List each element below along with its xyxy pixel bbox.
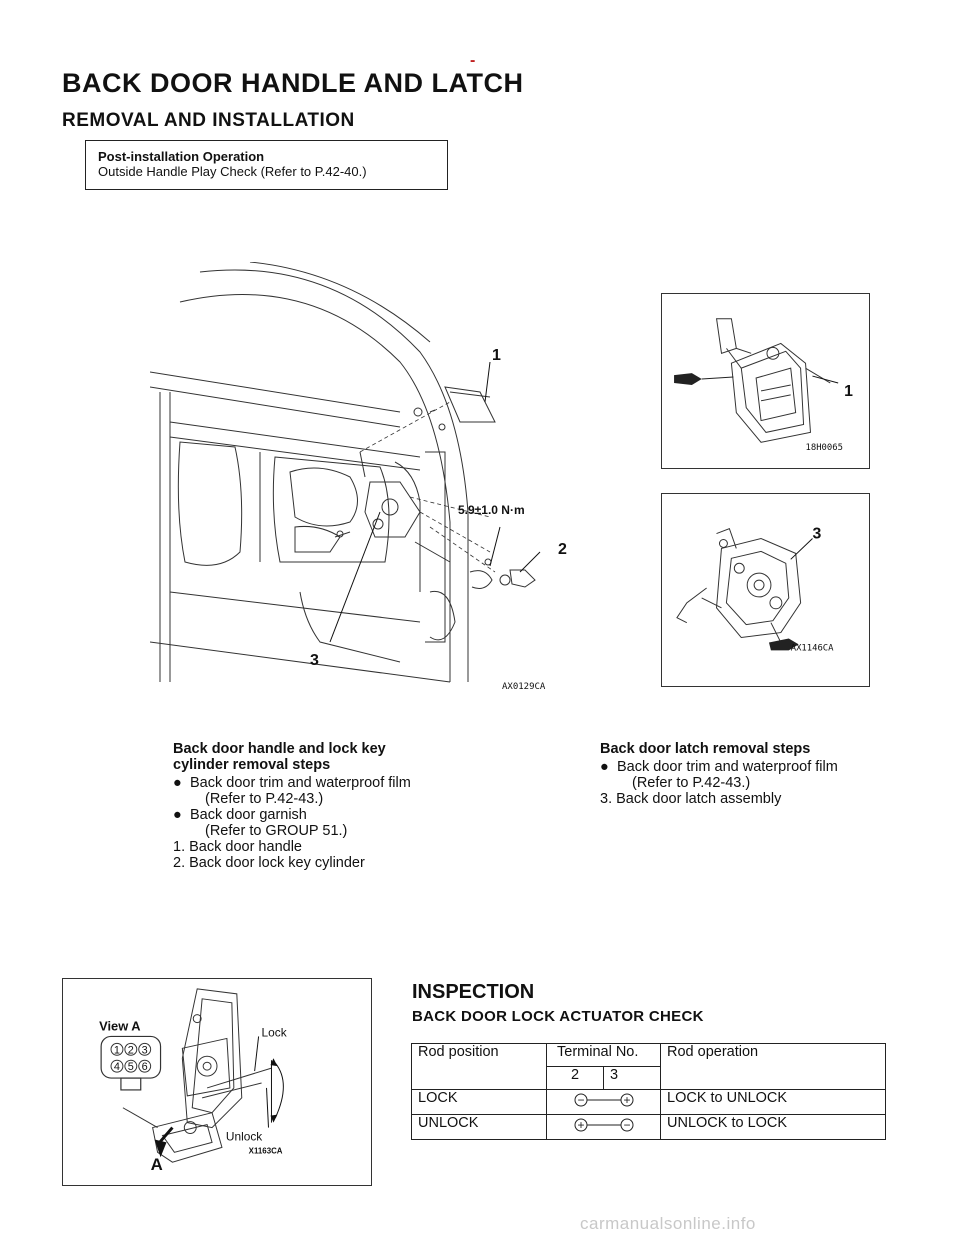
page-title: BACK DOOR HANDLE AND LATCH <box>62 68 524 98</box>
svg-text:+: + <box>577 1118 584 1132</box>
inspection-subtitle: BACK DOOR LOCK ACTUATOR CHECK <box>412 1008 704 1025</box>
handle-callout: 1 <box>844 383 853 400</box>
pin-4: 4 <box>114 1061 120 1073</box>
unlock-label: Unlock <box>226 1129 262 1143</box>
view-a-label: View A <box>99 1019 140 1034</box>
post-installation-box: Post-installation Operation Outside Hand… <box>85 140 448 190</box>
pin-2: 2 <box>128 1044 134 1056</box>
figure-code-handle: 18H0065 <box>806 443 843 453</box>
polarity-plus-to-minus-icon: + − <box>574 1118 633 1132</box>
handle-step-item-cont: (Refer to GROUP 51.) <box>205 823 348 839</box>
row-terminal-polarity: − + <box>546 1089 661 1115</box>
latch-steps-heading: Back door latch removal steps <box>600 741 811 757</box>
actuator-check-table: Rod position Terminal No. Rod operation … <box>411 1043 886 1140</box>
lock-label: Lock <box>262 1025 287 1039</box>
header-rod-position: Rod position <box>411 1043 547 1090</box>
row-terminal-polarity: + − <box>546 1114 661 1140</box>
pin-6: 6 <box>142 1061 148 1073</box>
latch-step-item: 3. Back door latch assembly <box>600 791 782 807</box>
handle-steps-heading-line1: Back door handle and lock key <box>173 741 386 757</box>
pin-3: 3 <box>142 1044 148 1056</box>
row-position: UNLOCK <box>411 1114 547 1140</box>
watermark: carmanualsonline.info <box>580 1214 756 1233</box>
table-row: UNLOCK + − UNLOCK to LOCK <box>411 1114 886 1140</box>
handle-step-item: ● Back door garnish <box>173 807 307 823</box>
row-operation: UNLOCK to LOCK <box>660 1114 886 1140</box>
latch-removal-steps: Back door latch removal steps ● Back doo… <box>600 741 900 807</box>
header-mark: - <box>470 52 476 69</box>
pin-5: 5 <box>128 1061 134 1073</box>
section-title: REMOVAL AND INSTALLATION <box>62 110 355 131</box>
door-latch-detail-figure: 3 AX1146CA <box>661 493 870 687</box>
row-position: LOCK <box>411 1089 547 1115</box>
handle-step-item-cont: (Refer to P.42-43.) <box>205 791 324 807</box>
figure-code-latch: AX1146CA <box>791 643 834 653</box>
pin-1: 1 <box>114 1044 120 1056</box>
latch-callout: 3 <box>813 526 822 543</box>
post-installation-text: Outside Handle Play Check (Refer to P.42… <box>98 164 367 179</box>
figure-code-actuator: X1163CA <box>249 1146 283 1155</box>
bullet: ● <box>173 807 182 823</box>
callout-3: 3 <box>310 652 319 669</box>
torque-spec: 5.9±1.0 N·m <box>458 503 525 517</box>
post-installation-heading: Post-installation Operation <box>98 149 265 164</box>
door-handle-detail-figure: 1 18H0065 <box>661 293 870 469</box>
svg-text:−: − <box>623 1118 630 1132</box>
inspection-title: INSPECTION <box>412 981 535 1003</box>
handle-removal-steps: Back door handle and lock key cylinder r… <box>173 741 473 871</box>
table-header-row: Rod position Terminal No. Rod operation <box>411 1043 886 1090</box>
header-terminal-no: Terminal No. <box>546 1043 661 1067</box>
table-subheader-row: 2 3 <box>412 1066 886 1090</box>
svg-text:+: + <box>623 1093 630 1107</box>
table-row: LOCK − + LOCK to UNLOCK <box>411 1089 886 1115</box>
view-arrow-icon <box>154 1139 167 1158</box>
lock-actuator-figure: 1 2 3 4 5 6 View A Lock Unlock A X1163CA <box>62 978 372 1186</box>
handle-step-item: ● Back door trim and waterproof film <box>173 775 411 791</box>
handle-step-item: 1. Back door handle <box>173 839 302 855</box>
callout-1: 1 <box>492 347 501 364</box>
latch-step-item-cont: (Refer to P.42-43.) <box>632 775 751 791</box>
latch-step-item: ● Back door trim and waterproof film <box>600 759 838 775</box>
header-rod-operation: Rod operation <box>660 1043 886 1090</box>
back-door-exploded-figure: 1 2 3 5.9±1.0 N·m AX0129CA <box>150 262 567 692</box>
callout-2: 2 <box>558 541 567 558</box>
header-terminal-3: 3 <box>603 1066 661 1090</box>
bullet: ● <box>173 775 182 791</box>
bullet: ● <box>600 759 609 775</box>
polarity-minus-to-plus-icon: − + <box>574 1093 633 1107</box>
row-operation: LOCK to UNLOCK <box>660 1089 886 1115</box>
svg-text:−: − <box>577 1093 584 1107</box>
figure-code-main: AX0129CA <box>502 682 546 692</box>
header-terminal-2: 2 <box>546 1066 604 1090</box>
view-a-arrow-label: A <box>151 1155 163 1174</box>
handle-steps-heading-line2: cylinder removal steps <box>173 757 331 773</box>
handle-step-item: 2. Back door lock key cylinder <box>173 855 365 871</box>
